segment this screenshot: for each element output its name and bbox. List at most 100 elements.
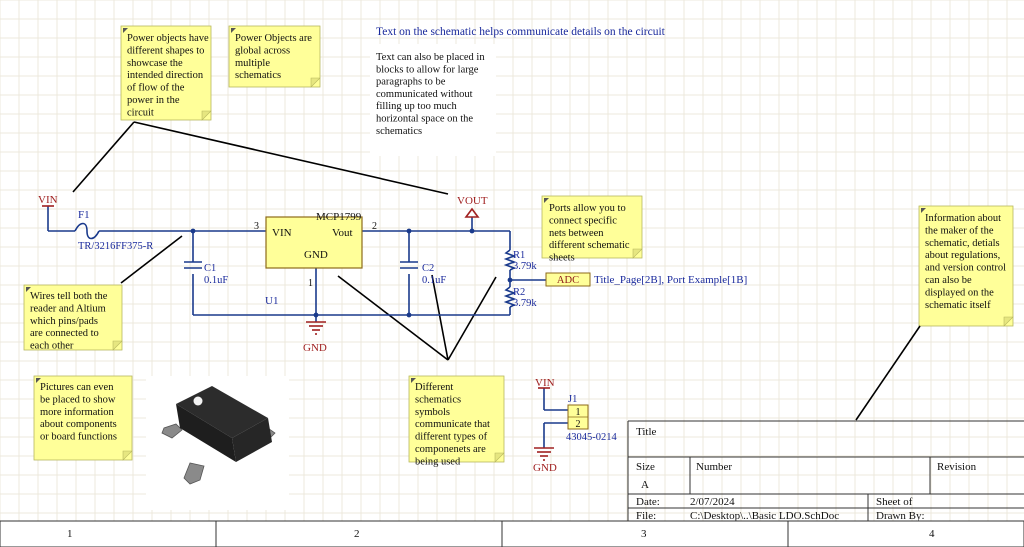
note-line: reader and Altium [30, 303, 106, 314]
capacitor-c2[interactable]: C2 0.1uF [400, 261, 446, 286]
svg-text:1: 1 [308, 278, 313, 289]
note-line: paragraphs to be [376, 77, 446, 88]
vin-power-port[interactable]: VIN [38, 194, 58, 207]
note-line: horizontal space on the [376, 114, 473, 125]
note-line: different schematic [549, 240, 630, 251]
title-label: Title [636, 426, 657, 438]
adc-port[interactable]: ADC Title_Page[2B], Port Example[1B] [545, 272, 747, 287]
svg-text:VIN: VIN [535, 377, 555, 389]
svg-text:0.1uF: 0.1uF [422, 275, 446, 286]
note-line: filling up too much [376, 101, 458, 112]
svg-text:43045-0214: 43045-0214 [566, 432, 617, 443]
note-line: schematic itself [925, 300, 991, 311]
resistor-r2[interactable]: R2 3.79k [503, 286, 537, 309]
vout-power-port[interactable]: VOUT [457, 195, 488, 218]
svg-text:Vout: Vout [332, 227, 353, 239]
svg-text:MCP1799: MCP1799 [316, 211, 362, 223]
note-line: can also be [925, 275, 972, 286]
note-line: power in the [127, 95, 180, 106]
note-line: intended direction [127, 70, 204, 81]
svg-text:J1: J1 [568, 394, 577, 405]
component-picture [146, 376, 289, 510]
svg-text:VOUT: VOUT [457, 195, 488, 207]
svg-text:C1: C1 [204, 263, 216, 274]
note-line: Power objects have [127, 33, 209, 44]
svg-text:GND: GND [304, 249, 328, 261]
svg-text:Title_Page[2B], Port Example[1: Title_Page[2B], Port Example[1B] [594, 274, 747, 286]
svg-text:F1: F1 [78, 209, 90, 221]
note-line: be placed to show [40, 394, 116, 405]
note-line: and version control [925, 263, 1006, 274]
svg-text:GND: GND [533, 462, 557, 474]
note-line: Pictures can even [40, 382, 114, 393]
note-line: sheets [549, 253, 575, 264]
svg-text:C2: C2 [422, 263, 434, 274]
file-label: File: [636, 510, 656, 522]
note-line: communicate that [415, 419, 490, 430]
note-line: different shapes to [127, 45, 204, 56]
size-value: A [641, 479, 649, 491]
zone-label-1: 1 [67, 528, 73, 540]
svg-text:ADC: ADC [557, 275, 579, 286]
note-line: of flow of the [127, 83, 185, 94]
note-line: blocks to allow for large [376, 64, 479, 75]
svg-text:1: 1 [576, 407, 581, 418]
note-line: symbols [415, 407, 450, 418]
svg-text:3: 3 [254, 221, 259, 232]
zone-label-4: 4 [929, 528, 935, 540]
fuse-f1[interactable]: F1 TR/3216FF375-R [74, 209, 153, 252]
svg-text:2: 2 [576, 419, 581, 430]
note-line: Ports allow you to [549, 203, 626, 214]
capacitor-c1[interactable]: C1 0.1uF [184, 261, 228, 286]
note-line: showcase the [127, 58, 183, 69]
schematic-heading: Text on the schematic helps communicate … [376, 26, 666, 38]
gnd-power-port[interactable]: GND [303, 321, 327, 354]
note-line: schematics [415, 394, 461, 405]
drawn-by-label: Drawn By: [876, 510, 925, 522]
revision-label: Revision [937, 461, 977, 473]
note-line: more information [40, 407, 115, 418]
note-line: multiple [235, 58, 270, 69]
note-line: Information about [925, 213, 1001, 224]
svg-text:GND: GND [303, 342, 327, 354]
note-line: circuit [127, 107, 154, 118]
pin1-dot-icon [193, 396, 203, 406]
note-line: nets between [549, 228, 604, 239]
note-line: which pins/pads [30, 316, 98, 327]
resistor-r1[interactable]: R1 3.79k [503, 249, 537, 272]
file-value: C:\Desktop\..\Basic LDO.SchDoc [690, 510, 839, 522]
note-line: about regulations, [925, 250, 1000, 261]
note-line: global across [235, 45, 290, 56]
date-value: 2/07/2024 [690, 496, 735, 508]
note-line: about components [40, 419, 117, 430]
note-line: connect specific [549, 215, 617, 226]
svg-text:R1: R1 [513, 250, 525, 261]
note-line: displayed on the [925, 287, 994, 298]
date-label: Date: [636, 496, 660, 508]
connector-j1[interactable]: VIN J1 1 2 43045-0214 GND [533, 377, 617, 474]
note-line: communicated without [376, 89, 473, 100]
svg-text:2: 2 [372, 221, 377, 232]
svg-text:0.1uF: 0.1uF [204, 275, 228, 286]
ic-u1[interactable]: MCP1799 VIN Vout GND 3 2 1 U1 [254, 211, 377, 307]
svg-text:U1: U1 [265, 295, 278, 307]
svg-text:R2: R2 [513, 287, 525, 298]
text-block-frame [370, 44, 496, 156]
note-line: schematics [235, 70, 281, 81]
note-line: Power Objects are [235, 33, 312, 44]
